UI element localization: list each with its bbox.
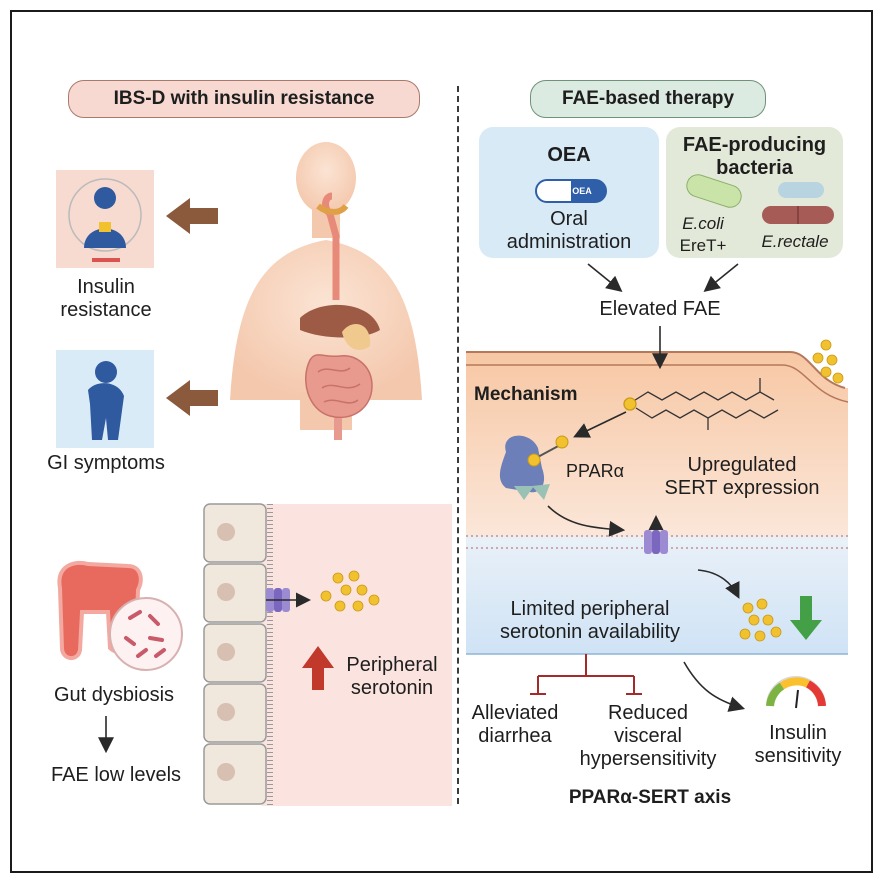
serotonin-dots-mech [739,598,782,642]
alleviated-diarrhea-label: Alleviated diarrhea [471,702,559,747]
elevated-fae-label: Elevated FAE [599,298,721,320]
mechanism-label: Mechanism [474,384,578,405]
gut-dysbiosis-label: Gut dysbiosis [53,684,175,706]
erectale-label: E.rectale [761,232,829,251]
arrow-to-gi-symptoms [166,380,218,416]
increase-arrow [302,646,334,690]
serotonin-dots-top [812,339,844,384]
gut-dysbiosis-illustration [57,560,183,671]
oea-capsule-label: OEA [572,186,592,196]
fae-low-label: FAE low levels [50,764,182,786]
heading-ibs-d: IBS-D with insulin resistance [68,80,420,118]
insulin-gauge [766,676,826,709]
human-torso [230,142,422,440]
oea-capsule [535,179,607,203]
inhibition-lines [530,654,642,695]
oea-description: Oral administration [506,208,632,253]
limited-serotonin-label: Limited peripheral serotonin availabilit… [499,598,681,643]
epithelium-cells [203,503,452,806]
ppar-sert-axis-label: PPARα-SERT axis [568,787,732,808]
upregulated-sert-label: Upregulated SERT expression [664,454,820,499]
oea-title: OEA [547,144,591,166]
mechanism-box [466,351,849,655]
decrease-arrow [790,596,822,640]
fae-molecule [623,378,779,430]
bacteria-illustrations [686,174,834,224]
gi-symptoms-icon [56,350,154,448]
eret-label: EreT+ [679,236,727,255]
peripheral-serotonin-label: Peripheral serotonin [346,654,438,699]
sert-transporter [644,515,668,554]
section-divider [457,86,459,804]
insulin-resistance-label: Insulin resistance [60,276,152,321]
heading-fae-therapy: FAE-based therapy [530,80,766,118]
arrow-to-insulin-resistance [166,198,218,234]
gi-symptoms-label: GI symptoms [47,452,165,474]
bacteria-title: FAE-producing bacteria [682,134,827,179]
reduced-visceral-label: Reduced visceral hypersensitivity [579,702,717,770]
ecoli-label: E.coli [682,214,724,233]
ppar-receptor [499,435,569,500]
ppar-label: PPARα [565,461,625,481]
insulin-resistance-icon [56,170,154,268]
insulin-sensitivity-label: Insulin sensitivity [754,722,842,767]
